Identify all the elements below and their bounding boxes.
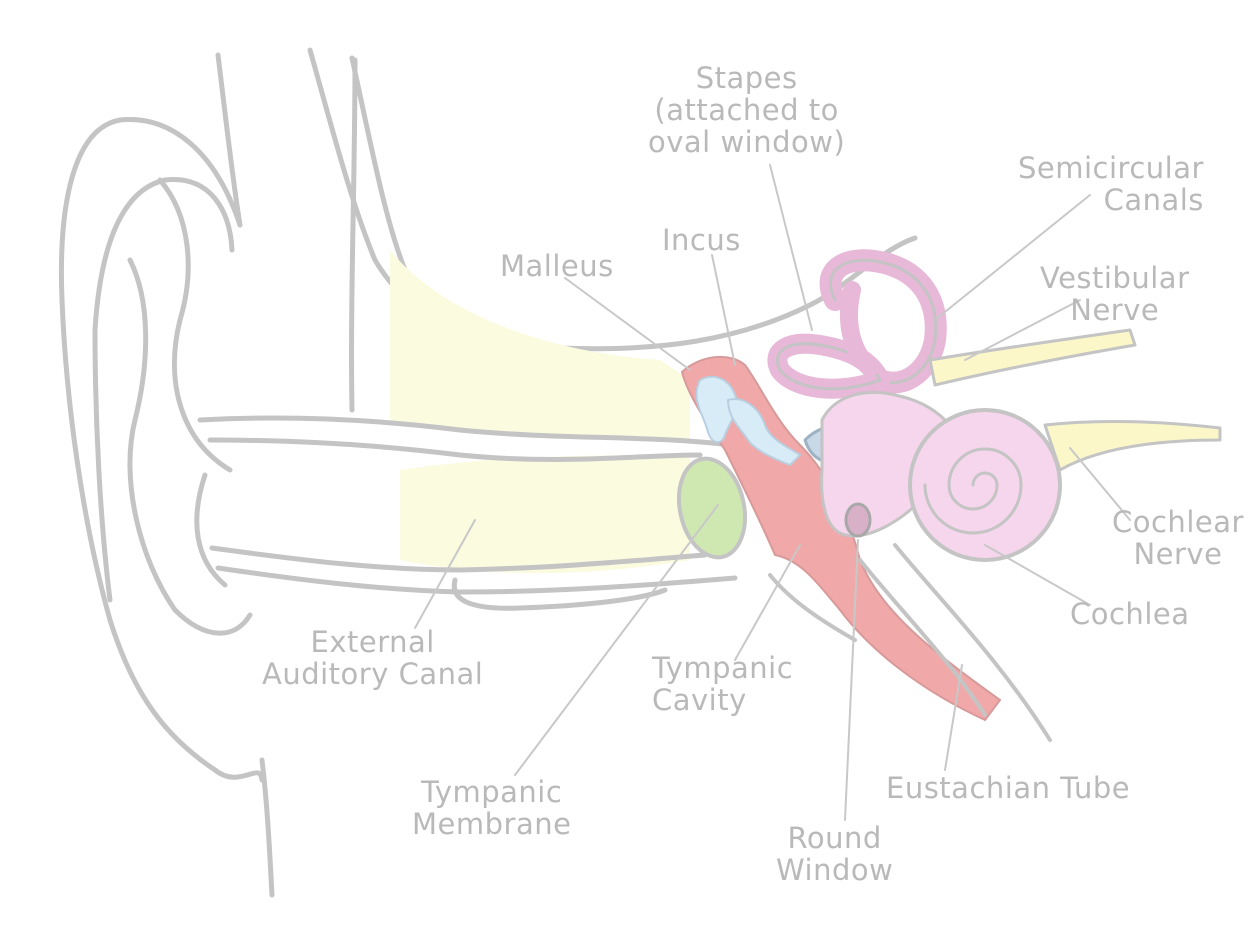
label-external-auditory-canal: External Auditory Canal [262,626,483,690]
label-malleus: Malleus [500,250,614,282]
label-stapes: Stapes (attached to oval window) [648,62,845,158]
label-incus: Incus [662,224,741,256]
label-tympanic-membrane: Tympanic Membrane [412,776,571,840]
pinna [61,55,272,895]
label-cochlea: Cochlea [1070,598,1190,630]
label-eustachian-tube: Eustachian Tube [886,772,1130,804]
label-tympanic-cavity: Tympanic Cavity [652,652,793,716]
label-round-window: Round Window [776,822,893,886]
canal-upper-boundary [352,60,355,410]
label-vestibular-nerve: Vestibular Nerve [1040,262,1190,326]
label-cochlear-nerve: Cochlear Nerve [1112,506,1244,570]
label-semicircular-canals: Semicircular Canals [1018,152,1204,216]
external-auditory-canal [200,250,735,608]
skull-inner-outline [352,58,405,270]
